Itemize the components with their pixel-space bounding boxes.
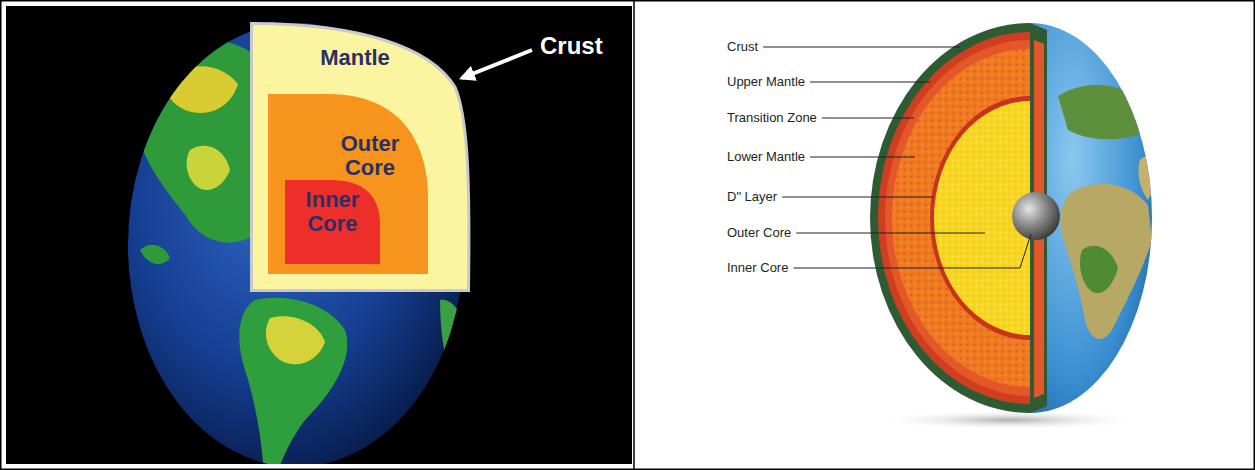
panel-divider	[633, 1, 635, 469]
land-highlight	[187, 146, 230, 190]
outer-core-region: Outer CoreInner Core	[268, 94, 428, 274]
south-america	[239, 298, 347, 464]
africa-edge	[440, 300, 466, 405]
layer-label: Lower Mantle	[727, 149, 805, 165]
leader-line	[822, 118, 914, 119]
leader-line	[796, 233, 985, 234]
mantle-region: MantleOuter CoreInner Core	[250, 22, 470, 292]
layer-label: D" Layer	[727, 189, 777, 205]
leader-line	[763, 47, 960, 48]
europe	[1058, 85, 1146, 140]
inner-core-region: Inner Core	[285, 180, 380, 264]
crust-callout: Crust	[540, 32, 603, 60]
land-highlight	[266, 316, 325, 364]
africa	[1061, 184, 1152, 339]
region-label: Mantle	[310, 46, 400, 70]
layer-label: Crust	[727, 39, 758, 55]
lower-mantle-layer	[892, 49, 1030, 387]
upper-mantle-layer	[878, 32, 1030, 404]
island	[140, 245, 170, 264]
inner-core-region-shape	[285, 180, 380, 264]
globe-shadow	[875, 410, 1145, 430]
mantle-region-shape	[252, 24, 469, 291]
leader-line	[782, 197, 933, 198]
surface-continents	[1058, 85, 1158, 339]
mantle-texture	[892, 49, 1030, 387]
arabia	[1138, 156, 1158, 200]
layer-label: Outer Core	[727, 225, 791, 241]
layer-label: Inner Core	[727, 260, 788, 276]
layer-label: Transition Zone	[727, 110, 817, 126]
north-america	[135, 39, 262, 243]
leader-line	[793, 268, 1020, 269]
region-label: Inner Core	[285, 188, 380, 236]
land-highlight	[165, 66, 238, 113]
layer-label: Upper Mantle	[727, 74, 805, 90]
leader-line	[1020, 234, 1031, 268]
leader-line	[810, 157, 915, 158]
right-globe	[870, 23, 1158, 430]
crust-arrow	[462, 50, 532, 78]
inner-core-sphere	[1012, 192, 1060, 240]
transition-zone-layer	[885, 40, 1030, 396]
outer-core-region-shape	[268, 94, 428, 274]
land-highlight	[1080, 246, 1118, 293]
leader-line	[810, 82, 930, 83]
region-label: Outer Core	[330, 132, 410, 180]
